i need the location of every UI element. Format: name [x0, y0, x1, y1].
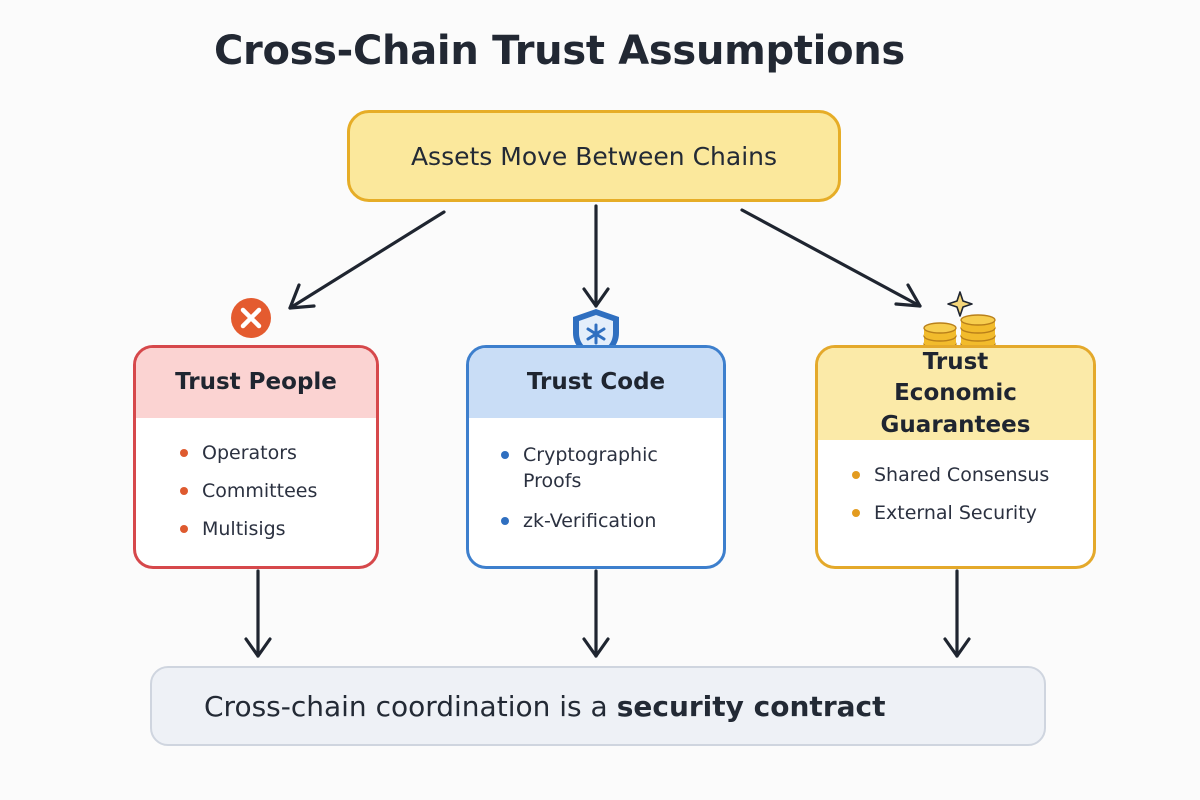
bottom-emphasis: security contract — [616, 689, 886, 723]
trust-people-list: Operators Committees Multisigs — [136, 418, 376, 542]
trust-people-title: Trust People — [136, 348, 376, 418]
diagram-title: Cross-Chain Trust Assumptions — [214, 28, 905, 74]
list-item: Operators — [180, 440, 376, 466]
trust-economic-title: Trust Economic Guarantees — [818, 348, 1093, 440]
list-item: Cryptographic Proofs — [501, 442, 683, 494]
trust-economic-card: Trust Economic Guarantees Shared Consens… — [815, 345, 1096, 569]
list-item: zk-Verification — [501, 508, 723, 534]
arrow-to-trust-people — [288, 210, 446, 310]
list-item: External Security — [852, 500, 1093, 526]
list-item: Shared Consensus — [852, 462, 1093, 488]
assets-move-box: Assets Move Between Chains — [347, 110, 841, 202]
bottom-prefix: Cross-chain coordination is a — [204, 689, 608, 723]
trust-code-card: Trust Code Cryptographic Proofs zk-Verif… — [466, 345, 726, 569]
arrow-to-trust-economic — [740, 208, 922, 308]
list-item: Committees — [180, 478, 376, 504]
x-circle-icon — [231, 298, 271, 338]
trust-people-card: Trust People Operators Committees Multis… — [133, 345, 379, 569]
trust-code-list: Cryptographic Proofs zk-Verification — [469, 418, 723, 534]
assets-move-label: Assets Move Between Chains — [410, 141, 778, 171]
trust-economic-list: Shared Consensus External Security — [818, 440, 1093, 526]
trust-code-title: Trust Code — [469, 348, 723, 418]
list-item: Multisigs — [180, 516, 376, 542]
security-contract-box: Cross-chain coordination is a security c… — [150, 666, 1046, 746]
